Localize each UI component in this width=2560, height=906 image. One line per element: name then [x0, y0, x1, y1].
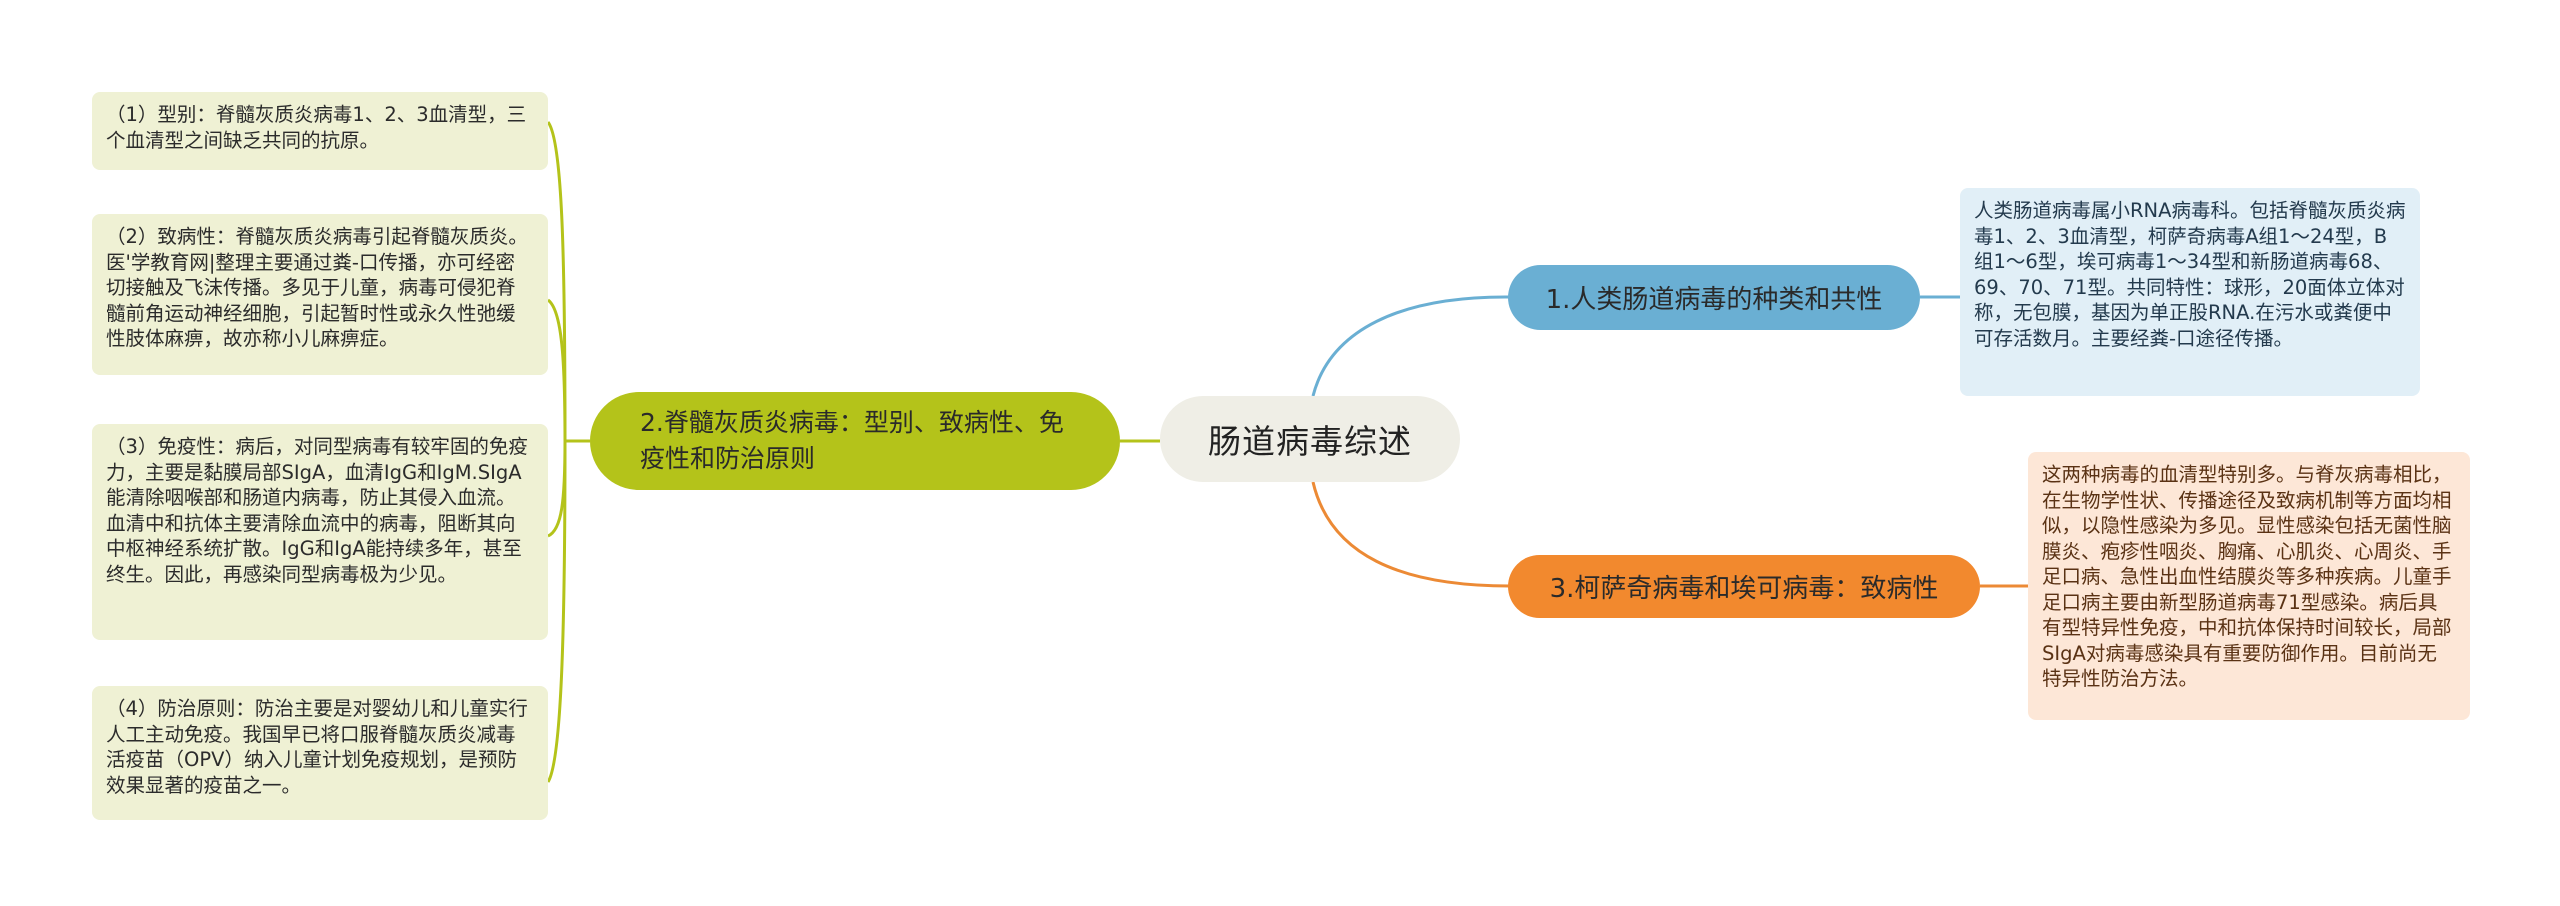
branch-node-3[interactable]: 3.柯萨奇病毒和埃可病毒：致病性 [1508, 555, 1980, 618]
leaf-node-enterovirus-overview[interactable]: 人类肠道病毒属小RNA病毒科。包括脊髓灰质炎病毒1、2、3血清型，柯萨奇病毒A组… [1960, 188, 2420, 396]
connector-branch2-leaf2 [546, 298, 567, 442]
leaf-node-coxsackie-echo-pathogenicity[interactable]: 这两种病毒的血清型特别多。与脊灰病毒相比，在生物学性状、传播途径及致病机制等方面… [2028, 452, 2470, 720]
connector-branch2-leaf1 [546, 121, 567, 442]
leaf-text: （3）免疫性：病后，对同型病毒有较牢固的免疫力，主要是黏膜局部SIgA，血清Ig… [106, 435, 528, 586]
connector-root-branch3 [1311, 481, 1511, 588]
leaf-text: （2）致病性：脊髓灰质炎病毒引起脊髓灰质炎。医'学教育网|整理主要通过粪-口传播… [106, 225, 528, 350]
leaf-text: （4）防治原则：防治主要是对婴幼儿和儿童实行人工主动免疫。我国早已将口服脊髓灰质… [106, 697, 528, 797]
root-node[interactable]: 肠道病毒综述 [1160, 396, 1460, 482]
leaf-text: （1）型别：脊髓灰质炎病毒1、2、3血清型，三个血清型之间缺乏共同的抗原。 [106, 103, 527, 152]
branch-label: 1.人类肠道病毒的种类和共性 [1545, 285, 1883, 315]
branch-label: 2.脊髓灰质炎病毒：型别、致病性、免疫性和防治原则 [640, 408, 1064, 473]
leaf-node-polio-pathogenicity[interactable]: （2）致病性：脊髓灰质炎病毒引起脊髓灰质炎。医'学教育网|整理主要通过粪-口传播… [92, 214, 548, 375]
connector-root-branch1 [1311, 295, 1511, 397]
leaf-node-polio-serotype[interactable]: （1）型别：脊髓灰质炎病毒1、2、3血清型，三个血清型之间缺乏共同的抗原。 [92, 92, 548, 170]
branch-label: 3.柯萨奇病毒和埃可病毒：致病性 [1549, 574, 1939, 604]
leaf-node-polio-immunity[interactable]: （3）免疫性：病后，对同型病毒有较牢固的免疫力，主要是黏膜局部SIgA，血清Ig… [92, 424, 548, 640]
leaf-text: 人类肠道病毒属小RNA病毒科。包括脊髓灰质炎病毒1、2、3血清型，柯萨奇病毒A组… [1974, 199, 2406, 350]
connector-branch2-leaf4 [546, 440, 567, 783]
branch-node-1[interactable]: 1.人类肠道病毒的种类和共性 [1508, 265, 1920, 330]
connector-branch2-leaf3 [547, 440, 567, 538]
branch-node-2[interactable]: 2.脊髓灰质炎病毒：型别、致病性、免疫性和防治原则 [590, 392, 1120, 490]
leaf-node-polio-prevention[interactable]: （4）防治原则：防治主要是对婴幼儿和儿童实行人工主动免疫。我国早已将口服脊髓灰质… [92, 686, 548, 820]
root-label: 肠道病毒综述 [1208, 422, 1412, 461]
leaf-text: 这两种病毒的血清型特别多。与脊灰病毒相比，在生物学性状、传播途径及致病机制等方面… [2042, 463, 2452, 690]
